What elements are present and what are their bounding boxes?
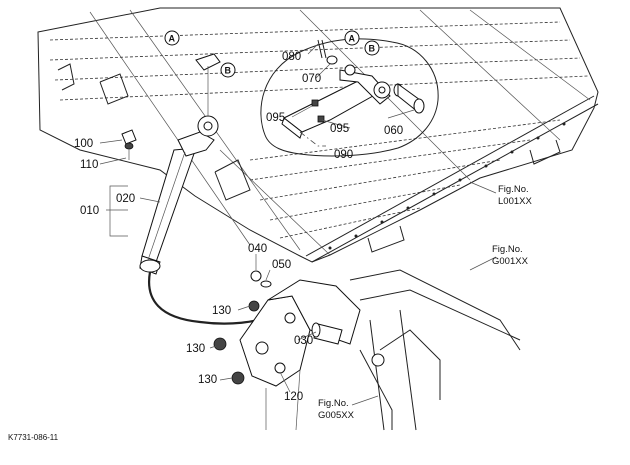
- callout-095-right: 095: [330, 123, 349, 135]
- svg-text:G001XX: G001XX: [492, 256, 529, 267]
- callout-060: 060: [384, 125, 403, 137]
- fig-ref-l001: Fig.No. L001XX: [498, 184, 532, 207]
- drawing-code: K7731-086-11: [8, 433, 59, 442]
- svg-text:Fig.No.: Fig.No.: [492, 244, 523, 255]
- fig-ref-g001: Fig.No. G001XX: [492, 244, 529, 267]
- svg-text:Fig.No.: Fig.No.: [318, 398, 349, 409]
- callout-020: 020: [116, 193, 135, 205]
- hydraulic-hose: [148, 271, 269, 325]
- rod-end-inset: [260, 38, 439, 157]
- marker-b-upper: B: [220, 62, 236, 78]
- callout-130-mid: 130: [186, 343, 205, 355]
- callout-110: 110: [80, 159, 98, 171]
- callout-130-top: 130: [212, 305, 231, 317]
- marker-a-upper: A: [164, 30, 180, 46]
- callout-070: 070: [302, 73, 321, 85]
- svg-text:A: A: [169, 34, 176, 44]
- svg-text:Fig.No.: Fig.No.: [498, 184, 529, 195]
- callout-030: 030: [294, 335, 313, 347]
- rivet-row: [328, 122, 566, 250]
- fig-ref-g005: Fig.No. G005XX: [318, 398, 355, 421]
- hydraulic-cylinder: [121, 53, 221, 275]
- svg-text:B: B: [369, 44, 376, 54]
- callout-080: 080: [282, 51, 301, 63]
- callout-090: 090: [334, 149, 353, 161]
- svg-text:B: B: [225, 66, 232, 76]
- callout-040: 040: [248, 243, 267, 255]
- callout-095-left: 095: [266, 112, 285, 124]
- callout-120: 120: [284, 391, 303, 403]
- callout-130-bottom: 130: [198, 374, 217, 386]
- lower-bracket: [213, 269, 521, 431]
- callout-100: 100: [74, 138, 93, 150]
- marker-a-inset: A: [344, 30, 360, 46]
- callout-010: 010: [80, 205, 99, 217]
- leader-lines: [99, 43, 497, 406]
- callout-050: 050: [272, 259, 291, 271]
- svg-text:G005XX: G005XX: [318, 410, 355, 421]
- bolt-set: [213, 300, 260, 385]
- marker-b-inset: B: [364, 40, 380, 56]
- svg-text:L001XX: L001XX: [498, 196, 532, 207]
- svg-text:A: A: [349, 34, 356, 44]
- deck-platform: [37, 7, 599, 263]
